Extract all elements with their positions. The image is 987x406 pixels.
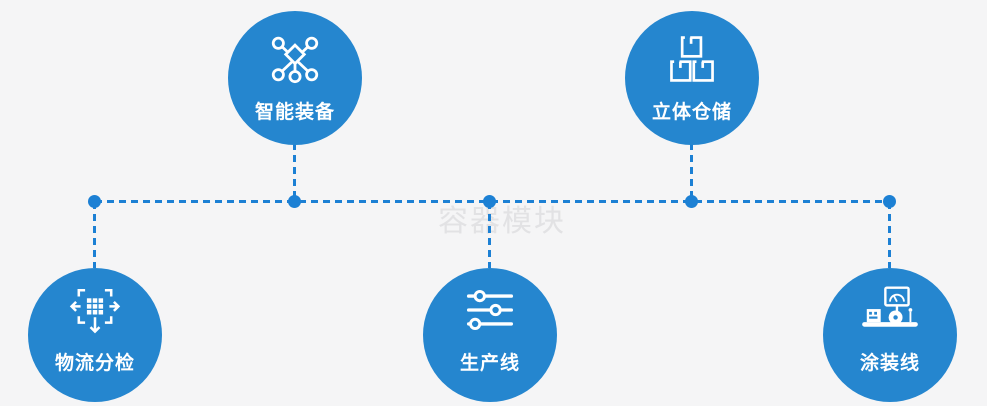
node-label: 物流分检 (54, 352, 135, 374)
connector-dot (288, 195, 301, 208)
connector-dot (88, 195, 101, 208)
node-label: 涂装线 (859, 352, 920, 374)
connector-dot (685, 195, 698, 208)
connector-vertical-line-production-line (488, 202, 491, 268)
network-nodes-icon (268, 32, 322, 86)
watermark-text: 容器模块 (438, 204, 566, 239)
sorting-dispatch-icon (67, 283, 123, 337)
connector-vertical-line-painting-line (888, 202, 891, 268)
connector-vertical-line-logistics-sorting (93, 202, 96, 268)
node-logistics-sorting[interactable]: 物流分检 (28, 268, 162, 402)
connector-dot (883, 195, 896, 208)
sliders-icon (464, 283, 516, 337)
node-stereo-warehouse[interactable]: 立体仓储 (625, 11, 759, 145)
connector-vertical-line-smart-equipment (293, 143, 296, 201)
stacked-boxes-icon (667, 32, 717, 86)
node-label: 智能装备 (254, 101, 335, 123)
node-label: 立体仓储 (651, 101, 732, 123)
node-smart-equipment[interactable]: 智能装备 (228, 11, 362, 145)
node-painting-line[interactable]: 涂装线 (823, 268, 957, 402)
connector-vertical-line-stereo-warehouse (690, 143, 693, 201)
machine-monitor-icon (860, 283, 920, 337)
node-label: 生产线 (459, 352, 520, 374)
node-production-line[interactable]: 生产线 (423, 268, 557, 402)
connector-dot (483, 195, 496, 208)
